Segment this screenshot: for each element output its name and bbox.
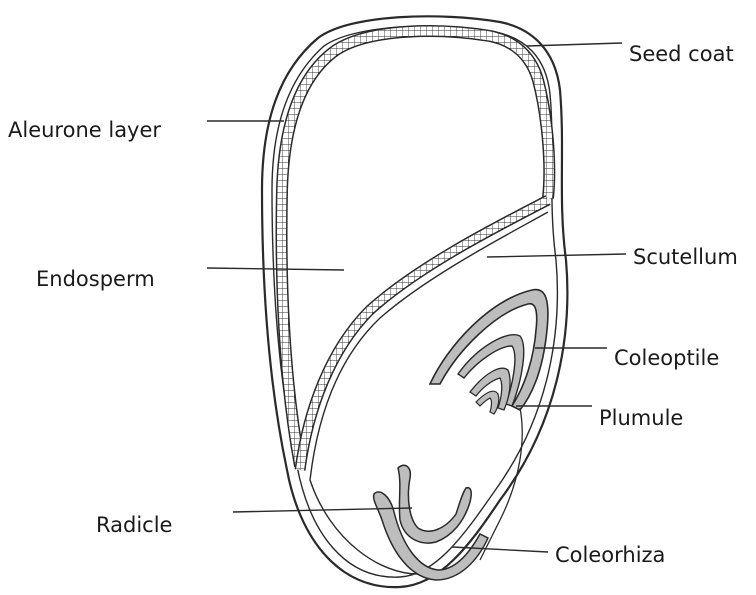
label-seed-coat: Seed coat (629, 44, 734, 65)
label-scutellum: Scutellum (633, 247, 738, 268)
radicle-shape (398, 465, 471, 543)
leader-coleorhiza (452, 547, 548, 552)
plumule-leaf-2 (470, 368, 510, 410)
label-radicle: Radicle (96, 515, 172, 536)
label-endosperm: Endosperm (36, 269, 155, 290)
label-plumule: Plumule (599, 408, 683, 429)
plumule-leaf-3 (476, 391, 499, 414)
leader-endosperm (207, 268, 344, 270)
label-coleorhiza: Coleorhiza (555, 545, 665, 566)
leader-scutellum (487, 254, 626, 257)
label-coleoptile: Coleoptile (614, 348, 719, 369)
label-aleurone-layer: Aleurone layer (8, 120, 161, 141)
